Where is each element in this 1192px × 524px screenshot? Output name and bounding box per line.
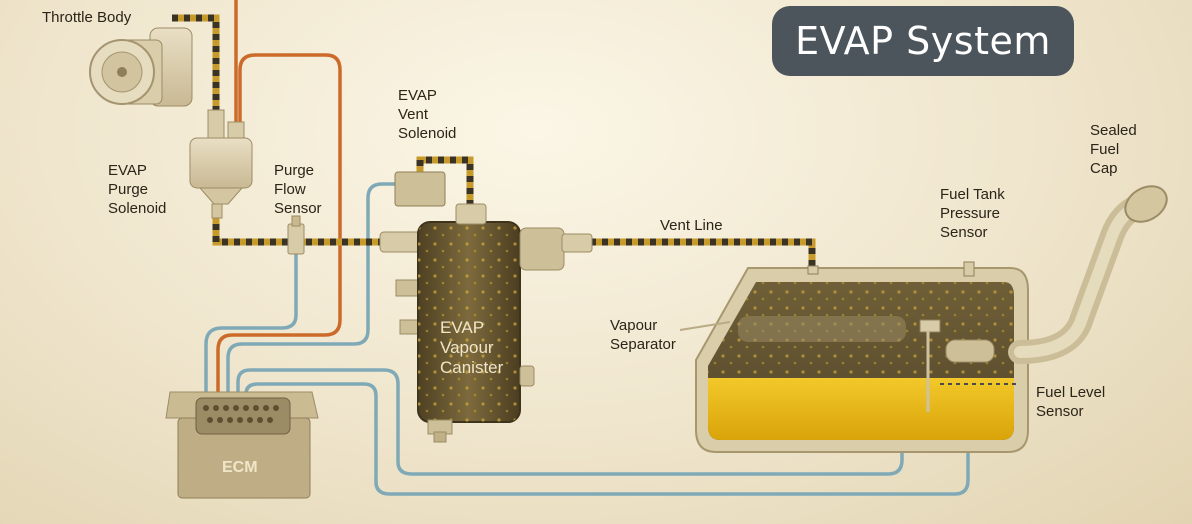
title-badge: EVAP System [772, 6, 1074, 76]
ecm-label: ECM [222, 459, 258, 476]
vapour-separator-label: Vapour Separator [610, 317, 676, 353]
fuel-cap-shape [1124, 185, 1168, 223]
vent-solenoid-wire [226, 182, 395, 398]
fuel-level-sensor-wire [236, 350, 904, 476]
vent-solenoid-shape [394, 171, 446, 207]
ecm-shape [165, 391, 319, 499]
fuel-tank-shape [679, 261, 1029, 453]
throttle-body-shape [89, 27, 193, 107]
vent-line-label: Vent Line [660, 217, 723, 234]
purge-flow-sensor-label: Purge Flow Sensor [274, 162, 322, 217]
orange-wires [216, 0, 342, 398]
purge-flow-sensor-shape [287, 215, 305, 255]
purge-flow-sensor-wire [204, 236, 298, 398]
vapour-lines [172, 14, 816, 270]
vent-solenoid-label: EVAP Vent Solenoid [398, 87, 457, 142]
blue-wires [204, 182, 970, 496]
purge-solenoid-label: EVAP Purge Solenoid [108, 162, 167, 217]
filler-neck-shape [1008, 185, 1168, 364]
pressure-sensor-wire [244, 292, 970, 496]
fuel-cap-label: Sealed Fuel Cap [1090, 122, 1137, 177]
canister-label: EVAP Vapour Canister [440, 318, 504, 377]
throttle-body-label: Throttle Body [42, 9, 132, 26]
vapour-separator-shape [738, 316, 906, 342]
pressure-sensor-label: Fuel Tank Pressure Sensor [940, 186, 1005, 241]
canister-shape [379, 203, 593, 443]
fuel-level-sensor-label: Fuel Level Sensor [1036, 384, 1106, 420]
pressure-sensor-shape [963, 261, 975, 277]
purge-solenoid-shape [189, 109, 253, 219]
page-title: EVAP System [795, 19, 1051, 63]
purge-solenoid-wire [216, 53, 342, 398]
